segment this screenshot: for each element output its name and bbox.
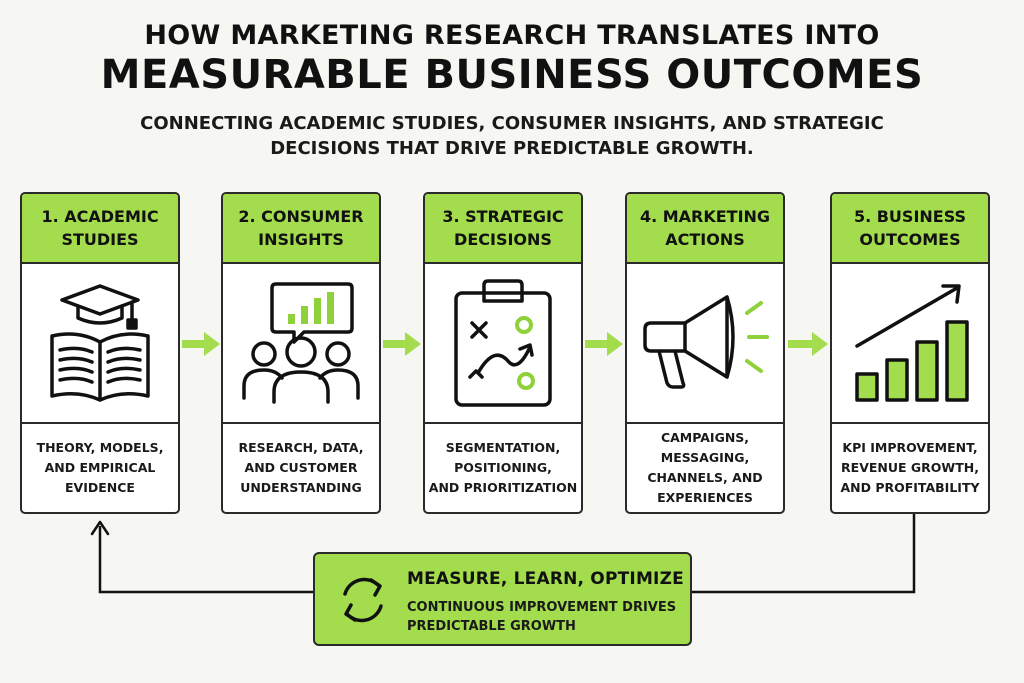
stage-academic-studies: 1. ACADEMIC STUDIES THEORY, MODELS, AND … [20,192,180,514]
stage-desc-line: CHANNELS, AND [647,470,763,485]
stage-desc-line: AND PROFITABILITY [840,480,980,495]
stage-header: 3. STRATEGIC DECISIONS [425,194,581,264]
book-graduation-cap-icon [50,284,150,402]
flow-arrow-icon [585,332,623,356]
flow-arrow-icon [788,332,828,356]
stage-desc-line: UNDERSTANDING [240,480,362,495]
title-line-2: MEASURABLE BUSINESS OUTCOMES [100,52,924,98]
stage-desc-line: POSITIONING, [454,460,552,475]
flow-arrow-icon [383,332,421,356]
subtitle-line-1: CONNECTING ACADEMIC STUDIES, CONSUMER IN… [140,113,884,134]
stage-desc-line: REVENUE GROWTH, [841,460,979,475]
stage-desc-line: AND CUSTOMER [244,460,358,475]
stage-title-line-1: 4. MARKETING [639,207,771,226]
stage-title-line-1: 5. BUSINESS [853,207,967,226]
flow-arrow-icon [182,332,220,356]
refresh-cycle-icon [343,577,383,623]
stage-title-line-2: STUDIES [61,230,139,249]
stage-strategic-decisions: 3. STRATEGIC DECISIONS SEGMENTATION, POS… [423,192,583,514]
stage-description: KPI IMPROVEMENT, REVENUE GROWTH, AND PRO… [832,424,988,512]
people-chart-bubble-icon [242,282,360,404]
stage-desc-line: SEGMENTATION, [445,440,561,455]
stage-header: 2. CONSUMER INSIGHTS [223,194,379,264]
stage-desc-line: AND EMPIRICAL [44,460,156,475]
feedback-desc-line-1: CONTINUOUS IMPROVEMENT DRIVES [407,600,677,615]
stage-desc-line: EXPERIENCES [657,490,753,505]
stage-desc-line: AND PRIORITIZATION [428,480,578,495]
stage-marketing-actions: 4. MARKETING ACTIONS CAMPAIGNS, MESSAGIN… [625,192,785,514]
stage-description: CAMPAIGNS, MESSAGING, CHANNELS, AND EXPE… [627,424,783,512]
stage-title-line-2: INSIGHTS [258,230,344,249]
stage-description: THEORY, MODELS, AND EMPIRICAL EVIDENCE [22,424,178,512]
stage-desc-line: CAMPAIGNS, MESSAGING, [660,430,750,465]
feedback-box: MEASURE, LEARN, OPTIMIZE CONTINUOUS IMPR… [313,552,692,646]
feedback-description: CONTINUOUS IMPROVEMENT DRIVES PREDICTABL… [407,598,676,636]
clipboard-strategy-icon [454,279,552,407]
feedback-desc-line-2: PREDICTABLE GROWTH [407,619,576,634]
stage-consumer-insights: 2. CONSUMER INSIGHTS RESEARCH, DATA, AND… [221,192,381,514]
stage-title-line-2: ACTIONS [665,230,745,249]
feedback-title: MEASURE, LEARN, OPTIMIZE [407,569,684,589]
stage-header: 4. MARKETING ACTIONS [627,194,783,264]
megaphone-icon [643,295,769,389]
stage-title-line-1: 2. CONSUMER [238,207,364,226]
stage-title-line-2: DECISIONS [454,230,552,249]
stage-title-line-1: 3. STRATEGIC [442,207,564,226]
stage-title-line-1: 1. ACADEMIC [41,207,159,226]
stage-description: RESEARCH, DATA, AND CUSTOMER UNDERSTANDI… [223,424,379,512]
stage-business-outcomes: 5. BUSINESS OUTCOMES KPI IMPROVEMENT, RE… [830,192,990,514]
stage-desc-line: EVIDENCE [65,480,135,495]
stage-title-line-2: OUTCOMES [859,230,961,249]
stage-desc-line: THEORY, MODELS, [36,440,164,455]
stage-desc-line: KPI IMPROVEMENT, [842,440,978,455]
subtitle-line-2: DECISIONS THAT DRIVE PREDICTABLE GROWTH. [270,138,754,159]
stage-header: 1. ACADEMIC STUDIES [22,194,178,264]
stage-header: 5. BUSINESS OUTCOMES [832,194,988,264]
growth-bar-chart-icon [855,284,969,402]
stage-description: SEGMENTATION, POSITIONING, AND PRIORITIZ… [425,424,581,512]
title-line-1: HOW MARKETING RESEARCH TRANSLATES INTO [144,20,880,51]
stage-desc-line: RESEARCH, DATA, [238,440,364,455]
subtitle: CONNECTING ACADEMIC STUDIES, CONSUMER IN… [130,111,894,161]
